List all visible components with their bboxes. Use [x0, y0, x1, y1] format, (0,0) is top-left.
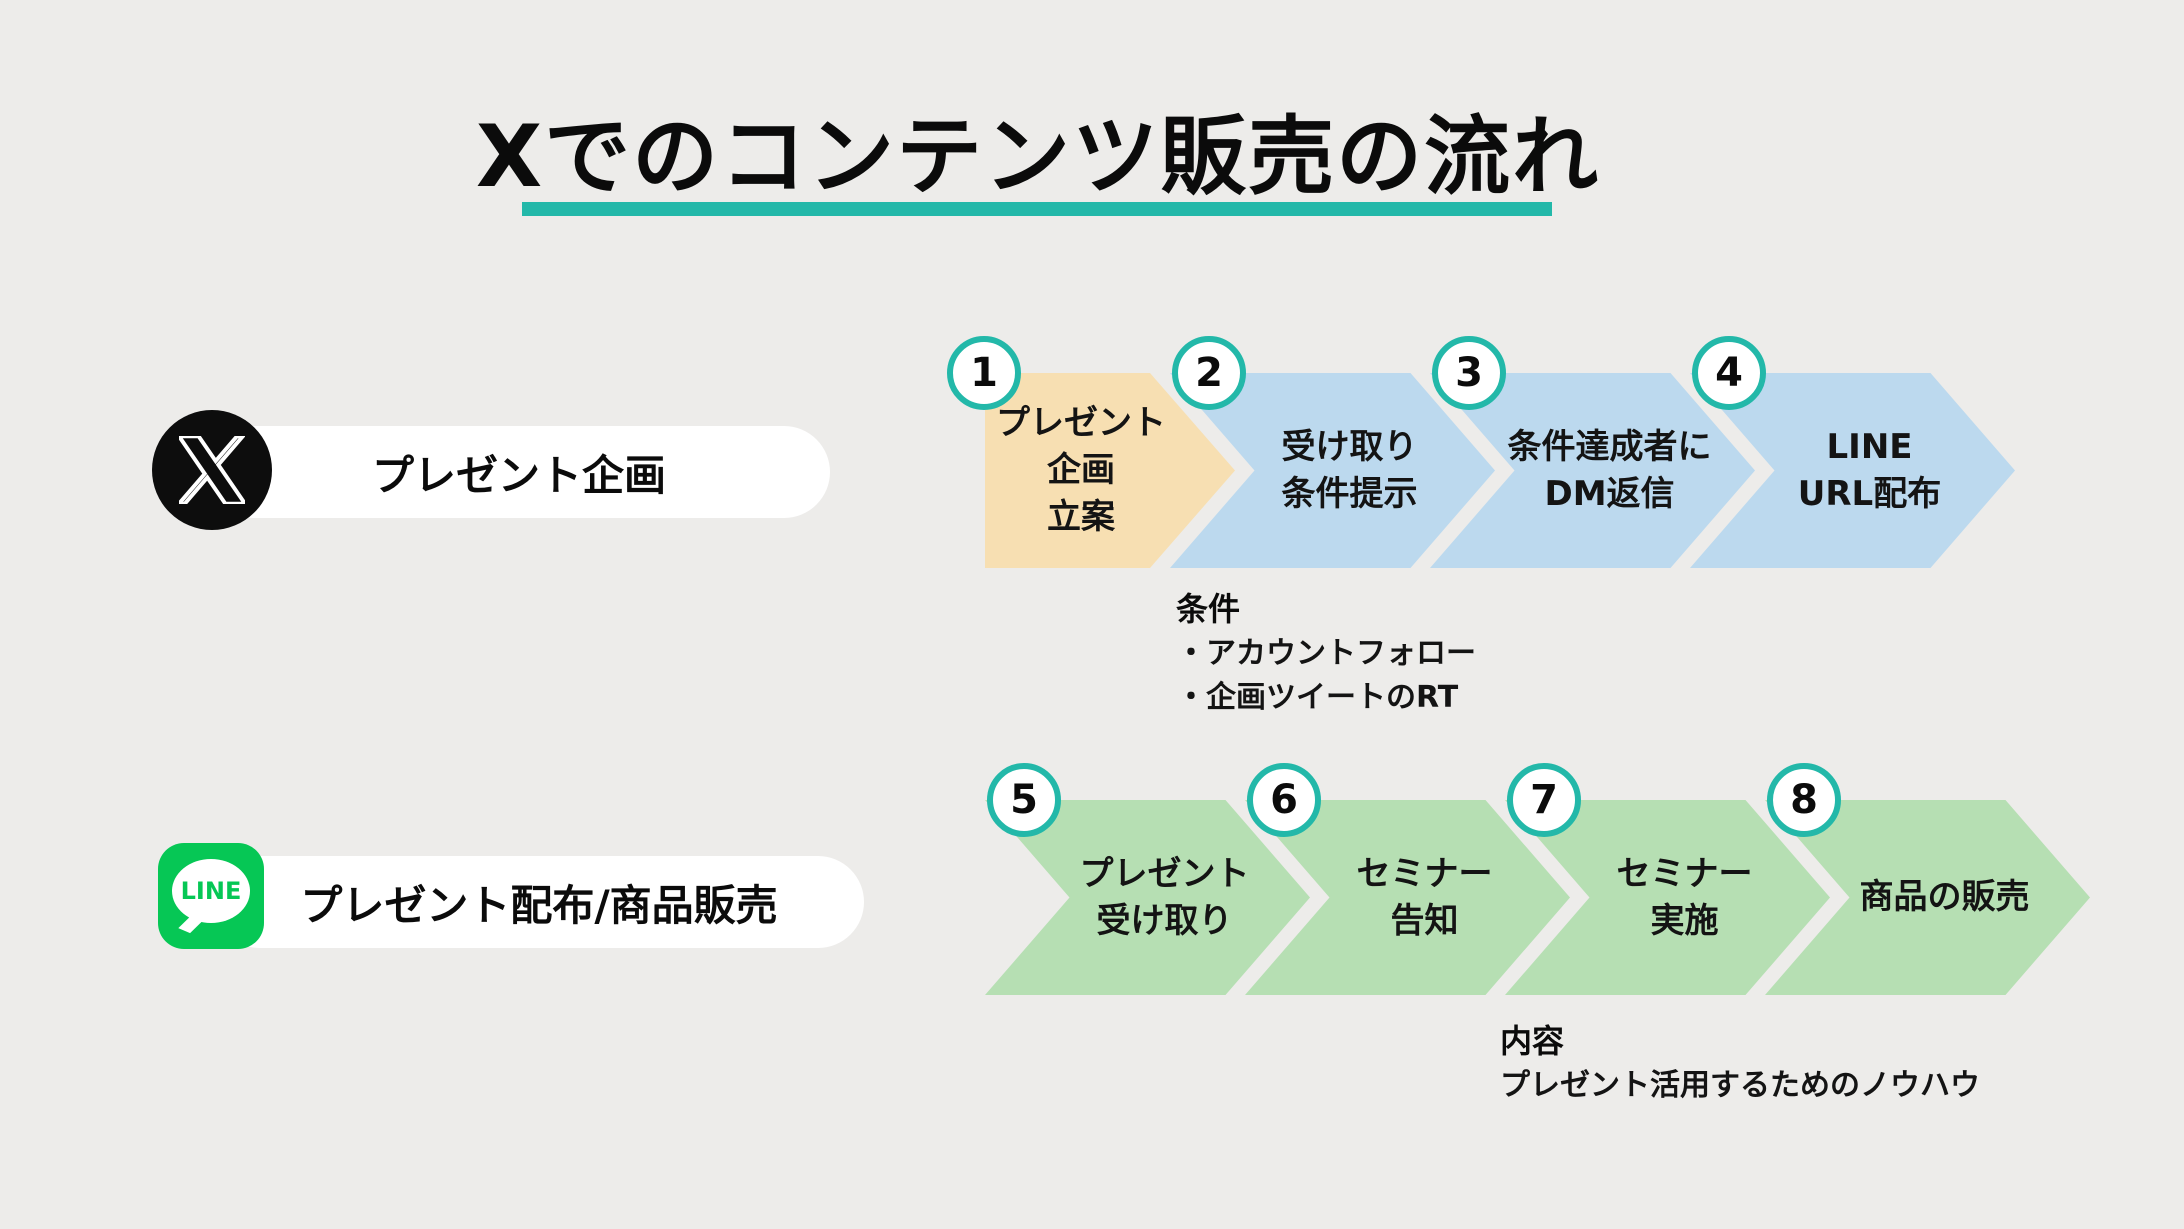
- step-6: セミナー 告知 6: [1245, 763, 1570, 995]
- step-8-number: 8: [1790, 777, 1818, 823]
- step-1-line2: 立案: [1047, 497, 1115, 537]
- step-4: LINE URL配布 4: [1690, 336, 2015, 568]
- row1-label-pill: プレゼント企画: [208, 426, 830, 518]
- step-3: 条件達成者に DM返信 3: [1430, 336, 1755, 568]
- step-3-line1: 条件達成者に: [1507, 426, 1712, 467]
- step-8: 商品の販売 8: [1765, 763, 2090, 995]
- step-3-number: 3: [1455, 350, 1483, 396]
- step-7-line2: 実施: [1650, 900, 1719, 941]
- title-underline: [522, 202, 1552, 216]
- step-6-line2: 告知: [1390, 900, 1459, 941]
- line-bubble: LINE: [172, 859, 250, 923]
- step-6-number-badge: 6: [1247, 763, 1321, 837]
- step-3-line2: DM返信: [1544, 473, 1675, 514]
- step-2-line1: 受け取り: [1281, 426, 1418, 467]
- step-3-number-badge: 3: [1432, 336, 1506, 410]
- step-2-line2: 条件提示: [1281, 473, 1418, 514]
- conditions-note-heading: 条件: [1176, 590, 1241, 628]
- step-7-line1: セミナー: [1616, 853, 1753, 894]
- step-7-number-badge: 7: [1507, 763, 1581, 837]
- step-5-number-badge: 5: [987, 763, 1061, 837]
- step-5-line2: 受け取り: [1096, 900, 1233, 941]
- step-8-number-badge: 8: [1767, 763, 1841, 837]
- conditions-note-line2: ・企画ツイートのRT: [1176, 680, 1459, 715]
- step-4-line2: URL配布: [1797, 473, 1942, 514]
- step-6-line1: セミナー: [1356, 853, 1493, 894]
- step-2-number-badge: 2: [1172, 336, 1246, 410]
- step-7-number: 7: [1530, 777, 1558, 823]
- conditions-note: 条件 ・アカウントフォロー ・企画ツイートのRT: [1176, 584, 1476, 718]
- step-7: セミナー 実施 7: [1505, 763, 1830, 995]
- step-2: 受け取り 条件提示 2: [1170, 336, 1495, 568]
- line-bubble-text: LINE: [180, 877, 242, 905]
- line-bubble-tail: [178, 912, 206, 934]
- step-5: プレゼント 受け取り 5: [985, 763, 1310, 995]
- step-6-number: 6: [1270, 777, 1298, 823]
- step-1-number-badge: 1: [947, 336, 1021, 410]
- step-5-line1: プレゼント: [1079, 853, 1250, 894]
- step-8-line1: 商品の販売: [1859, 877, 2030, 917]
- content-note-line1: プレゼント活用するためのノウハウ: [1500, 1068, 1980, 1103]
- step-1-line1: プレゼント企画: [996, 403, 1166, 490]
- page-title: Xでのコンテンツ販売の流れ: [475, 107, 1601, 207]
- row1-label: プレゼント企画: [371, 450, 666, 500]
- step-4-line1: LINE: [1826, 426, 1913, 467]
- row2-label-pill: プレゼント配布/商品販売: [214, 856, 864, 948]
- row2-label: プレゼント配布/商品販売: [300, 880, 778, 930]
- content-note: 内容 プレゼント活用するためのノウハウ: [1500, 1016, 1980, 1110]
- step-5-number: 5: [1010, 777, 1038, 823]
- step-2-number: 2: [1195, 350, 1223, 396]
- content-note-heading: 内容: [1500, 1022, 1565, 1060]
- line-logo-icon: LINE: [158, 843, 264, 949]
- step-1-number: 1: [970, 350, 998, 396]
- x-logo-icon: [152, 410, 272, 530]
- flow-row-x: プレゼント企画 立案 1 受け取り 条件提示 2 条件達成者に DM返信 3: [947, 336, 2015, 568]
- step-4-number-badge: 4: [1692, 336, 1766, 410]
- conditions-note-line1: ・アカウントフォロー: [1176, 636, 1476, 671]
- flow-row-line: プレゼント 受け取り 5 セミナー 告知 6 セミナー 実施 7: [985, 763, 2090, 995]
- step-4-number: 4: [1715, 350, 1743, 396]
